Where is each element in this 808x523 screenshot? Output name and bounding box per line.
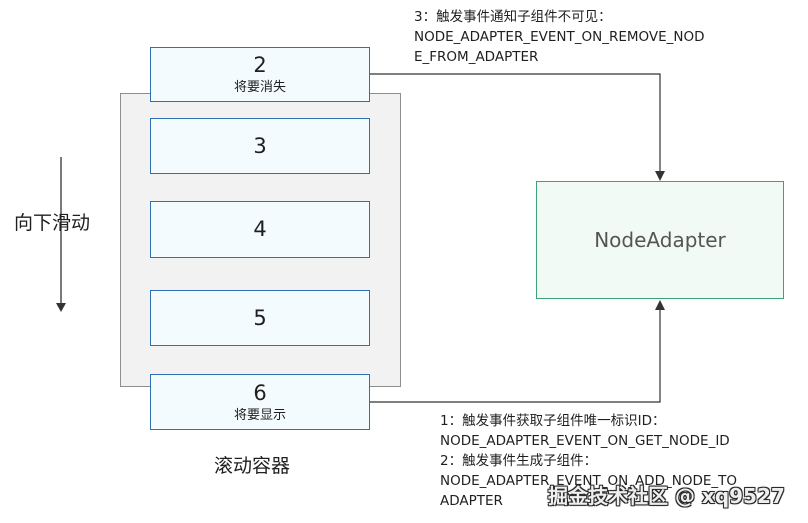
remove-node-connector [370,73,661,172]
list-item-2: 2 将要消失 [150,47,370,102]
item-number: 3 [253,133,267,158]
list-item-6: 6 将要显示 [150,374,370,430]
node-adapter-label: NodeAdapter [594,228,726,252]
add-node-arrowhead [655,300,665,310]
node-adapter-box: NodeAdapter [536,181,784,299]
note-line: E_FROM_ADAPTER [414,49,539,65]
list-item-4: 4 [150,201,370,258]
container-label: 滚动容器 [214,455,291,477]
list-item-3: 3 [150,118,370,174]
scroll-direction-arrowhead [56,303,66,312]
item-number: 6 [253,380,267,405]
remove-node-note: 3：触发事件通知子组件不可见： NODE_ADAPTER_EVENT_ON_RE… [414,7,705,67]
remove-node-arrowhead [655,171,665,181]
item-caption: 将要消失 [233,80,286,95]
note-line: 2：触发事件生成子组件： [440,453,598,469]
item-number: 5 [253,305,267,330]
item-caption: 将要显示 [233,407,286,423]
item-number: 4 [253,217,267,241]
add-node-connector [370,309,661,403]
note-line: NODE_ADAPTER_EVENT_ON_GET_NODE_ID [440,433,730,449]
note-line: NODE_ADAPTER_EVENT_ON_REMOVE_NOD [414,29,705,45]
scroll-direction-label: 向下滑动 [14,212,91,234]
note-line: 1：触发事件获取子组件唯一标识ID： [440,413,666,429]
list-item-5: 5 [150,290,370,346]
note-line: 3：触发事件通知子组件不可见： [414,9,612,25]
note-line: ADAPTER [440,493,503,509]
watermark: 掘金技术社区 @ xq9527 [548,484,785,508]
item-number: 2 [253,53,267,77]
add-node-note: 1：触发事件获取子组件唯一标识ID： NODE_ADAPTER_EVENT_ON… [440,411,737,511]
note-line: NODE_ADAPTER_EVENT_ON_ADD_NODE_TO [440,473,737,489]
